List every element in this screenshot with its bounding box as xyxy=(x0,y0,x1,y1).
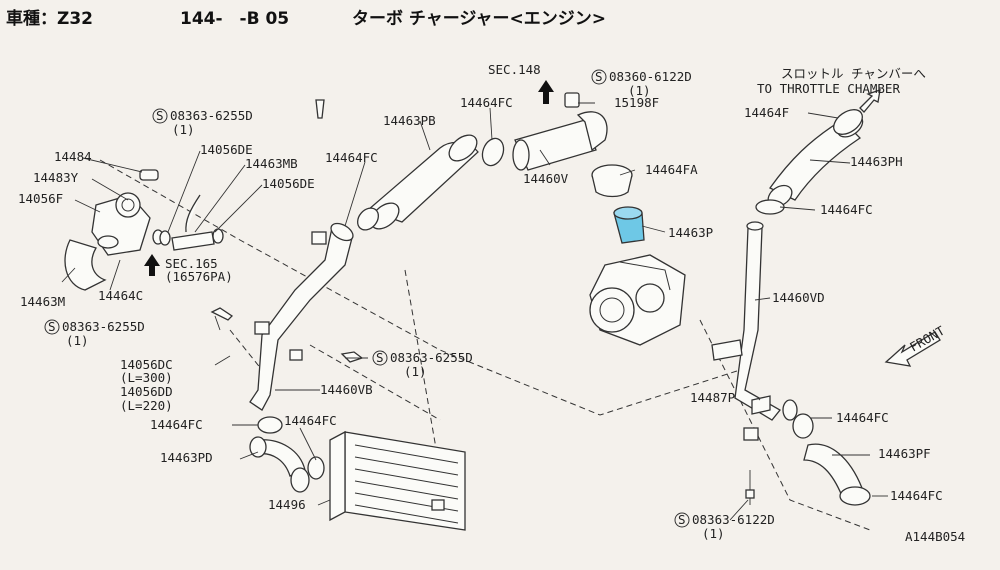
label-L220: (L=220) xyxy=(120,398,173,413)
svg-text:S: S xyxy=(376,350,384,365)
label-14463PF: 14463PF xyxy=(878,446,931,461)
front-arrow xyxy=(884,331,941,367)
label-14463MB: 14463MB xyxy=(245,156,298,171)
label-14464C: 14464C xyxy=(98,288,143,303)
label-to-throttle-en: TO THROTTLE CHAMBER xyxy=(757,81,900,96)
model-label: 車種：Z32 xyxy=(6,8,93,29)
diagram-title: ターボ チャージャー<エンジン> xyxy=(352,9,606,29)
intercooler-14496 xyxy=(329,430,466,531)
to-throttle-arrow xyxy=(859,89,881,113)
recirc-valve-assembly xyxy=(64,169,164,291)
label-14464FC: 14464FC xyxy=(460,95,513,110)
label-qty: (1) xyxy=(172,122,195,137)
label-08363-6255D: 08363-6255D xyxy=(390,350,473,365)
s-mark-icons: S S S S S xyxy=(44,69,690,528)
label-14056DD: 14056DD xyxy=(120,384,173,399)
label-14496: 14496 xyxy=(268,497,306,512)
svg-text:S: S xyxy=(48,319,56,334)
label-qty: (1) xyxy=(404,364,427,379)
label-L300: (L=300) xyxy=(120,370,173,385)
label-14463M: 14463M xyxy=(20,294,65,309)
sec165-arrow xyxy=(144,254,160,276)
label-14460VB: 14460VB xyxy=(320,382,373,397)
label-14464FA: 14464FA xyxy=(645,162,698,177)
sec148-arrow xyxy=(538,80,554,104)
label-14464FC: 14464FC xyxy=(890,488,943,503)
svg-text:S: S xyxy=(678,512,686,527)
label-qty: (1) xyxy=(66,333,89,348)
label-14460V: 14460V xyxy=(523,171,569,186)
small-hoses xyxy=(159,194,224,251)
turbocharger xyxy=(589,254,686,346)
figure-code: A144B054 xyxy=(905,529,965,544)
pipe-14460VB xyxy=(249,222,354,411)
label-08363-6255D: 08363-6255D xyxy=(170,108,253,123)
label-08363-6255D: 08363-6255D xyxy=(62,319,145,334)
hose-14463P-highlighted xyxy=(613,206,645,244)
svg-text:S: S xyxy=(595,69,603,84)
clamp-14464FA xyxy=(591,164,633,198)
label-qty: (1) xyxy=(702,526,725,541)
pipe-14460V xyxy=(512,92,608,171)
hose-14463PF xyxy=(792,413,871,506)
label-14463P: 14463P xyxy=(668,225,713,240)
label-14460VD: 14460VD xyxy=(772,290,825,305)
diagram-code: 144- -B 05 xyxy=(180,9,289,29)
label-14464F: 14464F xyxy=(744,105,789,120)
label-14056DE: 14056DE xyxy=(200,142,253,157)
hose-14463PD xyxy=(249,416,325,493)
label-15198F: 15198F xyxy=(614,95,659,110)
label-qty: (1) xyxy=(628,83,651,98)
leader-lines xyxy=(61,102,888,521)
label-14464FC: 14464FC xyxy=(150,417,203,432)
label-14056DE: 14056DE xyxy=(262,176,315,191)
pipe-14460VD xyxy=(711,221,798,421)
label-08363-6122D: 08363-6122D xyxy=(692,512,775,527)
label-14056DC: 14056DC xyxy=(120,357,173,372)
bolt-icons xyxy=(210,99,364,363)
svg-text:S: S xyxy=(156,108,164,123)
bracket-14487P xyxy=(743,395,771,505)
label-16576PA: (16576PA) xyxy=(165,269,233,284)
part-labels: SEC.148 08360-6122D (1) スロットル チャンバーへ TO … xyxy=(18,62,965,544)
label-14464FC: 14464FC xyxy=(325,150,378,165)
label-14483Y: 14483Y xyxy=(33,170,79,185)
hose-14463PB xyxy=(366,134,479,230)
label-to-throttle-jp: スロットル チャンバーへ xyxy=(781,66,926,81)
label-14056F: 14056F xyxy=(18,191,63,206)
label-sec148: SEC.148 xyxy=(488,62,541,77)
label-sec165: SEC.165 xyxy=(165,256,218,271)
clamp-14464FC-top xyxy=(357,137,505,231)
label-08360-6122D: 08360-6122D xyxy=(609,69,692,84)
label-front: FRONT xyxy=(907,323,947,355)
label-14463PH: 14463PH xyxy=(850,154,903,169)
label-14464FC: 14464FC xyxy=(820,202,873,217)
label-14464FC: 14464FC xyxy=(836,410,889,425)
label-14464FC: 14464FC xyxy=(284,413,337,428)
label-14463PD: 14463PD xyxy=(160,450,213,465)
label-14463PB: 14463PB xyxy=(383,113,436,128)
label-14487P: 14487P xyxy=(690,390,735,405)
label-14484: 14484 xyxy=(54,149,92,164)
